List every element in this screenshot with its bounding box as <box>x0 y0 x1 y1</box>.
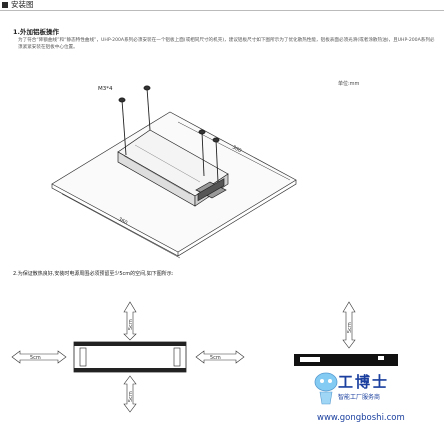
clearance-diagram-side: 5cm <box>294 301 398 366</box>
header-title: 安装图 <box>11 0 34 9</box>
clearance-diagram-front: 5cm 5cm 5cm 5cm <box>11 301 245 413</box>
clearance-right-label: 5cm <box>210 355 221 361</box>
watermark-brand: 工博士 <box>338 373 390 391</box>
power-supply-unit <box>117 129 229 207</box>
section1-title: 1.外加铝板操作 <box>13 28 59 36</box>
robot-logo-icon <box>314 372 338 405</box>
dim-300-label: 300 <box>231 144 242 154</box>
header-square-icon <box>2 2 8 8</box>
clearance-top-label: 5cm <box>128 319 134 330</box>
dimension-lines <box>61 121 291 259</box>
watermark-subtitle: 智能工厂服务商 <box>338 394 381 401</box>
section-header: 安装图 <box>0 0 444 11</box>
dim-360-label: 360 <box>117 216 128 226</box>
clearance-bottom-label: 5cm <box>128 391 134 402</box>
clearance-side-label: 5cm <box>347 322 353 333</box>
section2-title: 2.为保证散热良好,安装时电源周围必须预留至少5cm的空间,如下图所示: <box>13 271 174 277</box>
watermark-url: www.gongboshi.com <box>317 413 405 423</box>
clearance-left-label: 5cm <box>30 355 41 361</box>
mounting-screws <box>118 85 220 183</box>
header-divider <box>0 10 444 11</box>
section1-paragraph: 为了符合“降额曲线”和“静态特性曲线”，UHP-200A系列必须安装在一个铝板上… <box>18 38 435 50</box>
screw-label: M3*4 <box>98 86 113 92</box>
unit-label: 单位:mm <box>338 81 360 87</box>
